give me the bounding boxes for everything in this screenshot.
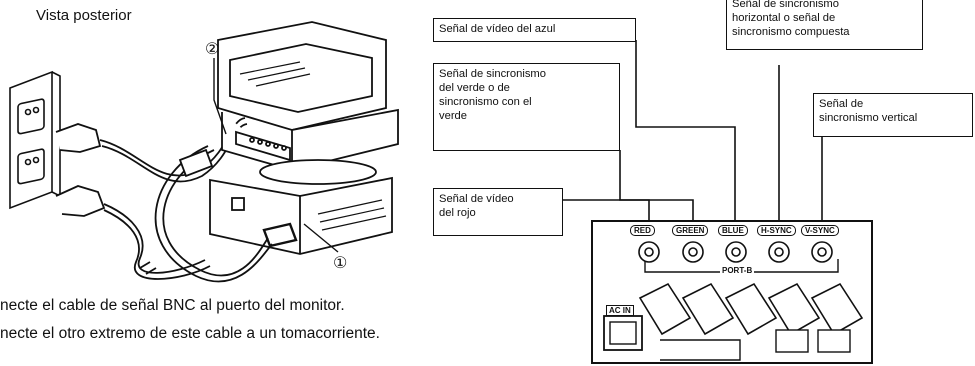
leader-lines bbox=[563, 40, 823, 226]
connector-label-hsync: H-SYNC bbox=[757, 225, 796, 236]
figure-title: Vista posterior bbox=[36, 7, 132, 24]
instruction-2: necte el otro extremo de este cable a un… bbox=[0, 325, 380, 342]
callout-1: ① bbox=[333, 255, 348, 272]
instruction-1: necte el cable de señal BNC al puerto de… bbox=[0, 297, 345, 314]
wall-outlet bbox=[9, 70, 61, 210]
label-red-text: Señal de vídeo del rojo bbox=[439, 193, 514, 219]
connector-label-blue: BLUE bbox=[718, 225, 748, 236]
label-green-sync: Señal de sincronismo del verde o de sinc… bbox=[433, 63, 620, 151]
label-blue-text: Señal de vídeo del azul bbox=[439, 23, 556, 35]
callout-2: ② bbox=[205, 41, 220, 58]
connector-label-red: RED bbox=[630, 225, 655, 236]
rear-panel bbox=[591, 220, 873, 364]
callout-lines bbox=[213, 58, 339, 253]
label-red-video: Señal de vídeo del rojo bbox=[433, 188, 563, 236]
label-hsync-text: Señal de sincronismo horizontal o señal … bbox=[732, 0, 850, 38]
label-vsync-text: Señal de sincronismo vertical bbox=[819, 98, 918, 124]
label-green-text: Señal de sincronismo del verde o de sinc… bbox=[439, 68, 546, 122]
monitor bbox=[217, 21, 399, 185]
connector-label-vsync: V-SYNC bbox=[801, 225, 839, 236]
port-label: PORT-B bbox=[720, 266, 755, 275]
connector-label-green: GREEN bbox=[672, 225, 709, 236]
label-horizontal-sync: Señal de sincronismo horizontal o señal … bbox=[726, 0, 923, 50]
label-vertical-sync: Señal de sincronismo vertical bbox=[813, 93, 973, 137]
base-unit bbox=[209, 176, 393, 255]
ac-in-label: AC IN bbox=[606, 305, 634, 316]
bnc-cable bbox=[154, 145, 273, 283]
label-blue-video: Señal de vídeo del azul bbox=[433, 18, 636, 42]
